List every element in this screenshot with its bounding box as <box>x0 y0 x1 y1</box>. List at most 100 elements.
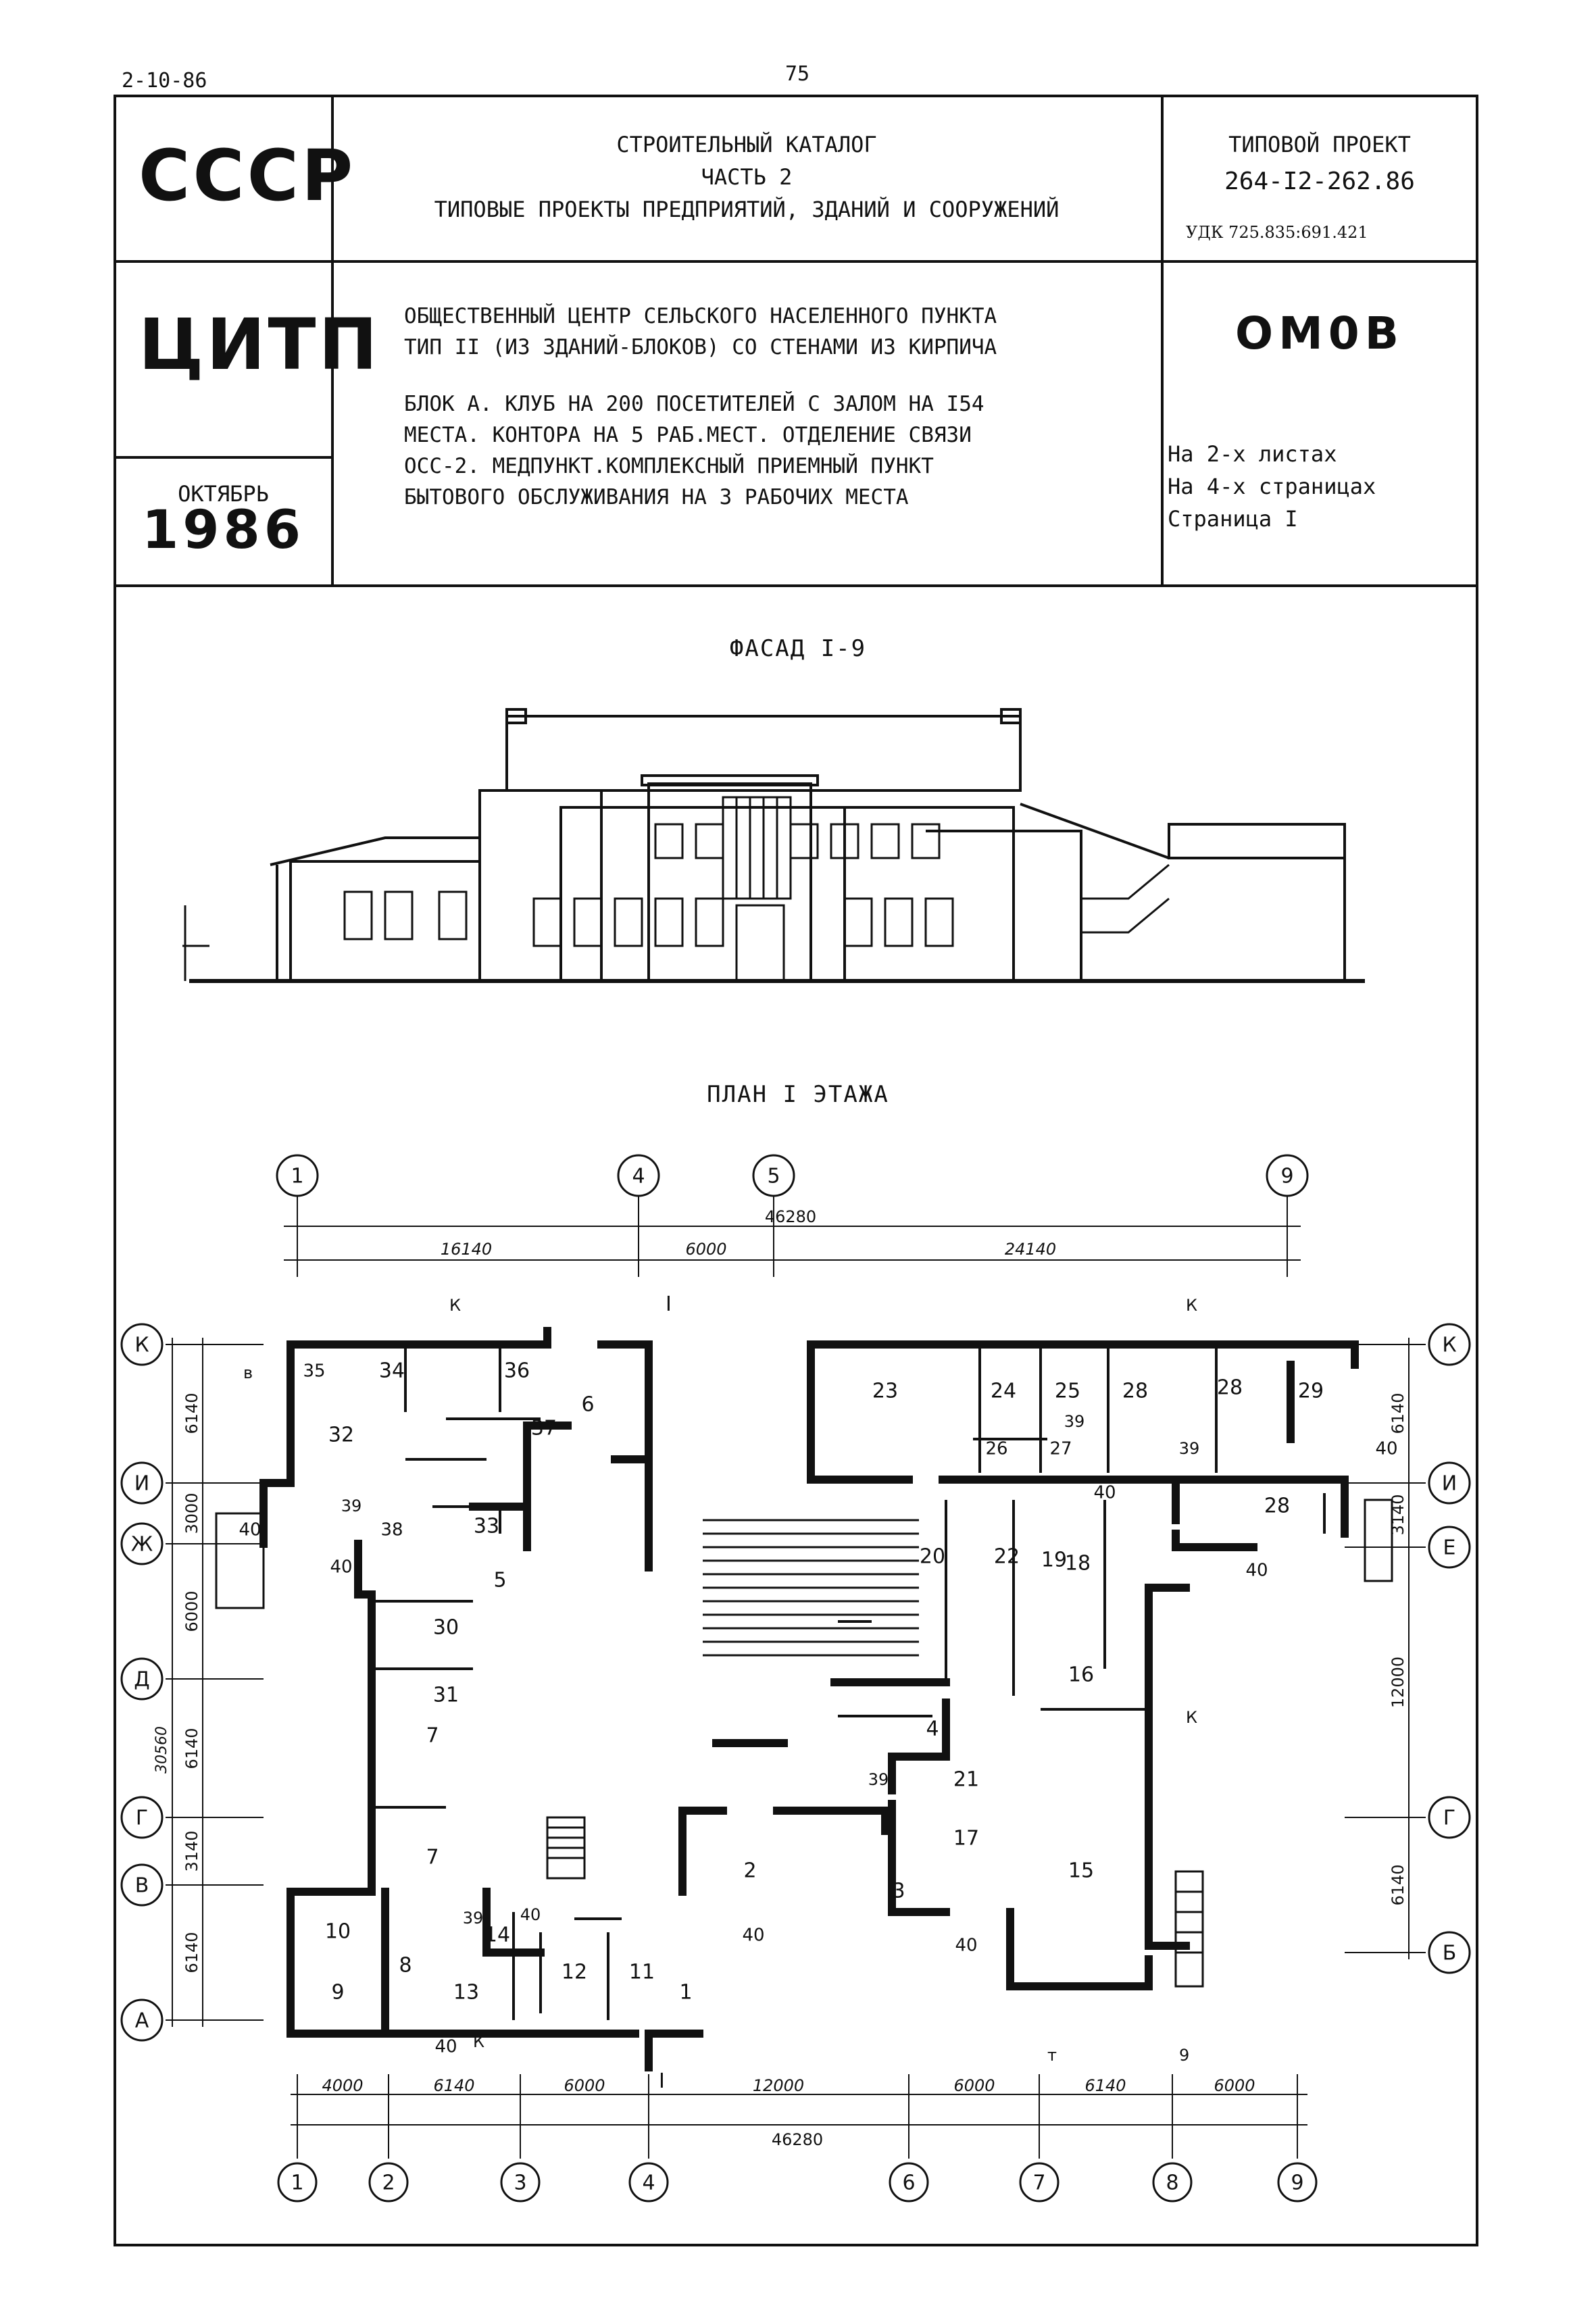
room-label: 3 <box>892 1880 905 1903</box>
svg-text:К: К <box>134 1334 149 1357</box>
dim-label: 6140 <box>433 2076 474 2095</box>
dim-label: 6140 <box>182 1728 201 1769</box>
facade-title: ФАСАД I-9 <box>729 635 867 662</box>
room-label: 6 <box>581 1393 594 1417</box>
room-label: 23 <box>872 1380 898 1403</box>
catalog-line: ТИПОВЫЕ ПРОЕКТЫ ПРЕДПРИЯТИЙ, ЗДАНИЙ И СО… <box>434 197 1059 222</box>
room-label: 4 <box>926 1717 939 1741</box>
svg-text:Ж: Ж <box>131 1533 153 1557</box>
room-label: 5 <box>493 1569 506 1592</box>
axis-bubble: 5 <box>752 1154 795 1197</box>
room-label: 39 <box>1064 1412 1085 1431</box>
description-line: ОСС-2. МЕДПУНКТ.КОМПЛЕКСНЫЙ ПРИЕМНЫЙ ПУН… <box>404 454 934 478</box>
dim-label: 6000 <box>182 1590 201 1632</box>
room-label: 13 <box>453 1981 479 2005</box>
room-label: 16 <box>1068 1663 1094 1687</box>
svg-text:Г: Г <box>1443 1807 1455 1830</box>
axis-bubble: К <box>1428 1323 1471 1366</box>
axis-bubble: 2 <box>368 2162 409 2203</box>
room-label: 39 <box>1179 1439 1200 1458</box>
svg-text:Д: Д <box>134 1668 149 1692</box>
dim-label: 6000 <box>1214 2076 1255 2095</box>
axis-bubble: Д <box>120 1657 164 1701</box>
room-label: 11 <box>629 1961 655 1984</box>
room-label: 19 <box>1041 1549 1067 1572</box>
issue-month: ОКТЯБРЬ <box>178 481 269 507</box>
plan-title: ПЛАН I ЭТАЖА <box>707 1081 889 1108</box>
description-line: БЫТОВОГО ОБСЛУЖИВАНИЯ НА 3 РАБОЧИХ МЕСТА <box>404 485 909 509</box>
svg-text:7: 7 <box>1032 2171 1045 2195</box>
auditorium-seats <box>703 1519 919 1657</box>
room-label: 32 <box>328 1424 354 1447</box>
room-label: 34 <box>379 1359 405 1383</box>
plan-walls <box>259 1327 1359 2071</box>
room-label: 27 <box>1049 1439 1072 1459</box>
issue-year: 1986 <box>141 500 305 561</box>
dim-label: 6140 <box>182 1932 201 1973</box>
floor-plan: 1 4 5 9 46280 16140 6000 2 4 1 40 К И Ж Д Г… <box>120 1154 1471 2203</box>
room-label: 40 <box>239 1520 261 1540</box>
room-label: 38 <box>380 1520 403 1540</box>
svg-text:I: I <box>666 1292 672 1316</box>
room-labels: 1 2 3 4 5 6 7 7 8 9 10 11 12 13 14 15 16… <box>239 1359 1397 2057</box>
svg-text:К: К <box>1442 1334 1456 1357</box>
org-label: ЦИТП <box>139 303 380 386</box>
axis-bubble: Е <box>1428 1526 1471 1569</box>
axis-bubble: Ж <box>120 1522 164 1565</box>
svg-text:I: I <box>659 2069 665 2093</box>
axis-bubble: 9 <box>1266 1154 1309 1197</box>
sheet-frame <box>114 95 1478 2246</box>
catalog-line: ЧАСТЬ 2 <box>701 164 793 190</box>
description-line: ОБЩЕСТВЕННЫЙ ЦЕНТР СЕЛЬСКОГО НАСЕЛЕННОГО… <box>404 304 997 328</box>
dim-label: 3000 <box>182 1492 201 1534</box>
axis-bubble: 3 <box>500 2162 541 2203</box>
dim-label: 3140 <box>182 1830 201 1871</box>
facade-windows <box>182 796 1170 982</box>
dim-label: 4000 <box>322 2076 363 2095</box>
dim-label: 30560 <box>153 1726 170 1774</box>
axis-bubble: 4 <box>628 2162 669 2203</box>
room-label: 29 <box>1298 1380 1324 1403</box>
svg-text:9: 9 <box>1179 2046 1189 2065</box>
room-label: 35 <box>303 1361 325 1382</box>
document-code: 2-10-86 <box>122 69 207 93</box>
dim-label: 6000 <box>564 2076 605 2095</box>
svg-text:8: 8 <box>1166 2171 1178 2195</box>
project-description: ОБЩЕСТВЕННЫЙ ЦЕНТР СЕЛЬСКОГО НАСЕЛЕННОГО… <box>404 301 997 513</box>
svg-text:К: К <box>449 1296 461 1315</box>
divider <box>114 260 1478 263</box>
dim-label: 16140 <box>441 1240 492 1259</box>
project-number: 264-I2-262.86 <box>1224 168 1415 195</box>
room-label: 39 <box>341 1496 362 1515</box>
svg-text:в: в <box>243 1363 253 1382</box>
svg-text:5: 5 <box>767 1165 780 1188</box>
room-label: 20 <box>920 1545 945 1569</box>
svg-text:4: 4 <box>632 1165 645 1188</box>
room-label: 9 <box>331 1981 344 2005</box>
axis-bubble: 1 <box>277 2162 318 2203</box>
axis-bubble: 9 <box>1277 2162 1318 2203</box>
room-label: 22 <box>994 1545 1020 1569</box>
svg-text:9: 9 <box>1280 1165 1293 1188</box>
room-label: 10 <box>325 1920 351 1944</box>
svg-text:К: К <box>1186 1708 1197 1727</box>
room-label: 40 <box>330 1557 352 1578</box>
sheet-line: На 4-х страницах <box>1168 474 1376 499</box>
svg-text:1: 1 <box>291 1165 303 1188</box>
dim-label: 6140 <box>1389 1392 1407 1434</box>
room-label: 15 <box>1068 1859 1094 1883</box>
svg-text:4: 4 <box>642 2171 655 2195</box>
axis-bubble: И <box>1428 1461 1471 1505</box>
axis-bubble: И <box>120 1461 164 1505</box>
description-line: ТИП II (ИЗ ЗДАНИЙ-БЛОКОВ) СО СТЕНАМИ ИЗ … <box>404 335 997 359</box>
dim-label: 6000 <box>685 1240 726 1259</box>
room-label: 31 <box>433 1684 459 1707</box>
dimension-lines <box>291 2074 1307 2159</box>
catalog-line: СТРОИТЕЛЬНЫЙ КАТАЛОГ <box>616 132 877 157</box>
description-line: МЕСТА. КОНТОРА НА 5 РАБ.МЕСТ. ОТДЕЛЕНИЕ … <box>404 423 972 447</box>
dim-label: 6000 <box>953 2076 995 2095</box>
axis-bubble: 1 <box>276 1154 319 1197</box>
dim-total-bottom: 46280 <box>772 2130 823 2149</box>
sheet-line: Страница I <box>1168 506 1298 532</box>
room-label: 28 <box>1264 1494 1290 1518</box>
